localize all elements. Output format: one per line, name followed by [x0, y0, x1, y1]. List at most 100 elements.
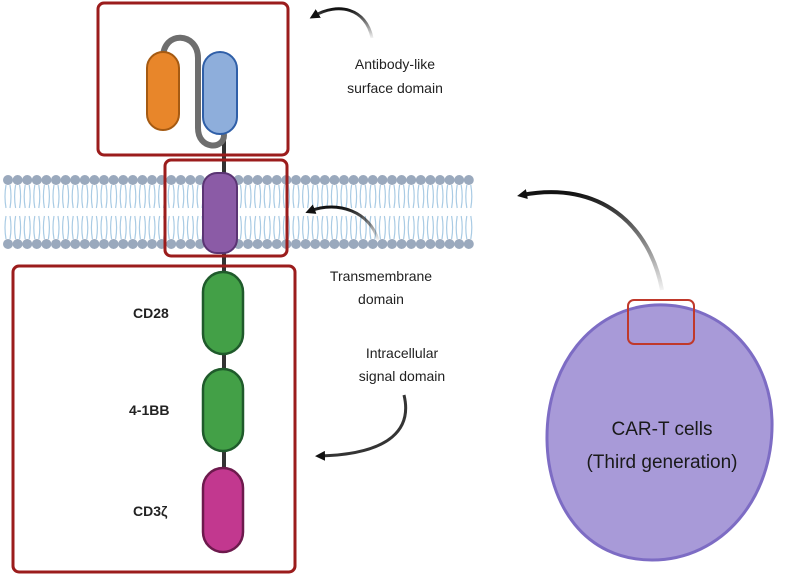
lipid-tail: [359, 215, 362, 240]
lipid-head: [12, 239, 23, 249]
lipid-head: [291, 239, 301, 249]
lipid-tail: [23, 184, 26, 209]
lipid-head: [329, 175, 340, 185]
lipid-tail: [302, 184, 305, 209]
lipid-tail: [436, 215, 439, 240]
lipid-tail: [446, 184, 449, 209]
lipid-head: [463, 239, 474, 249]
lipid-tail: [321, 184, 324, 209]
lipid-head: [243, 175, 253, 185]
lipid-head: [118, 175, 129, 185]
lipid-tail: [460, 184, 463, 209]
lipid-tail: [100, 184, 103, 209]
lipid-tail: [465, 215, 468, 240]
lipid-head: [147, 239, 157, 249]
lipid-tail: [451, 215, 454, 240]
cd28-label: CD28: [133, 305, 169, 321]
lipid-head: [271, 175, 282, 185]
lipid-head: [310, 175, 321, 185]
lipid-tail: [393, 184, 396, 209]
lipid-tail: [316, 184, 319, 209]
lipid-tail: [52, 215, 55, 240]
lipid-tail: [172, 184, 175, 209]
lipid-head: [89, 239, 100, 249]
lipid-head: [108, 175, 119, 185]
zoom-arrow: [517, 189, 664, 291]
lipid-tail: [148, 184, 151, 209]
lipid-tail: [153, 215, 156, 240]
lipid-head: [137, 239, 148, 249]
lipid-tail: [105, 215, 108, 240]
lipid-tail: [129, 215, 132, 240]
lipid-tail: [470, 184, 473, 209]
lipid-tail: [316, 215, 319, 240]
lipid-tail: [403, 184, 406, 209]
cell-label-line2: (Third generation): [586, 452, 737, 473]
lipid-head: [396, 175, 407, 185]
lipid-tail: [340, 215, 343, 240]
lipid-tail: [239, 184, 242, 209]
lipid-tail: [412, 215, 415, 240]
lipid-tail: [249, 215, 252, 240]
lipid-tail: [398, 215, 401, 240]
lipid-tail: [451, 184, 454, 209]
lipid-tail: [90, 184, 93, 209]
lipid-tail: [383, 184, 386, 209]
lipid-tail: [350, 215, 353, 240]
lipid-head: [60, 239, 71, 249]
lipid-tail: [465, 184, 468, 209]
lipid-head: [70, 239, 81, 249]
lipid-head: [118, 239, 129, 249]
cd3z-label: CD3ζ: [133, 503, 168, 519]
lipid-tail: [426, 215, 429, 240]
lipid-tail: [364, 184, 367, 209]
lipid-tail: [330, 184, 333, 209]
lipid-head: [89, 175, 100, 185]
lipid-tail: [302, 215, 305, 240]
cell-label-line1: CAR-T cells: [612, 419, 713, 440]
lipid-tail: [95, 184, 98, 209]
lipid-head: [329, 239, 340, 249]
lipid-tail: [124, 184, 127, 209]
cell-body: [545, 303, 774, 562]
heavy-chain-domain: [202, 51, 238, 135]
lipid-tail: [143, 215, 146, 240]
lipid-tail: [311, 215, 314, 240]
lipid-head: [166, 239, 177, 249]
lipid-tail: [398, 184, 401, 209]
lipid-tail: [287, 215, 290, 240]
lipid-tail: [76, 215, 79, 240]
lipid-tail: [196, 215, 199, 240]
lipid-tail: [57, 215, 60, 240]
lipid-tail: [196, 184, 199, 209]
lipid-tail: [335, 215, 338, 240]
transmembrane-domain: [202, 172, 238, 254]
lipid-tail: [412, 184, 415, 209]
lipid-tail: [355, 215, 358, 240]
lipid-head: [339, 175, 349, 185]
surface-annotation-line1: Antibody-like: [355, 56, 435, 72]
lipid-head: [367, 239, 378, 249]
lipid-tail: [100, 215, 103, 240]
car-molecule: [146, 34, 245, 554]
lipid-tail: [383, 215, 386, 240]
lipid-tail: [23, 215, 26, 240]
lipid-tail: [374, 215, 377, 240]
lipid-tail: [115, 215, 118, 240]
lipid-tail: [441, 184, 444, 209]
lipid-tail: [129, 184, 132, 209]
lipid-head: [435, 239, 445, 249]
lipid-head: [387, 239, 397, 249]
lipid-tail: [460, 215, 463, 240]
lipid-head: [262, 239, 273, 249]
lipid-tail: [14, 184, 17, 209]
lipid-tail: [28, 184, 31, 209]
lipid-head: [252, 239, 263, 249]
lipid-tail: [350, 184, 353, 209]
lipid-tail: [67, 215, 70, 240]
lipid-tail: [158, 215, 161, 240]
lipid-head: [358, 175, 369, 185]
lipid-tail: [378, 184, 381, 209]
lipid-tail: [407, 184, 410, 209]
lipid-tail: [355, 184, 358, 209]
